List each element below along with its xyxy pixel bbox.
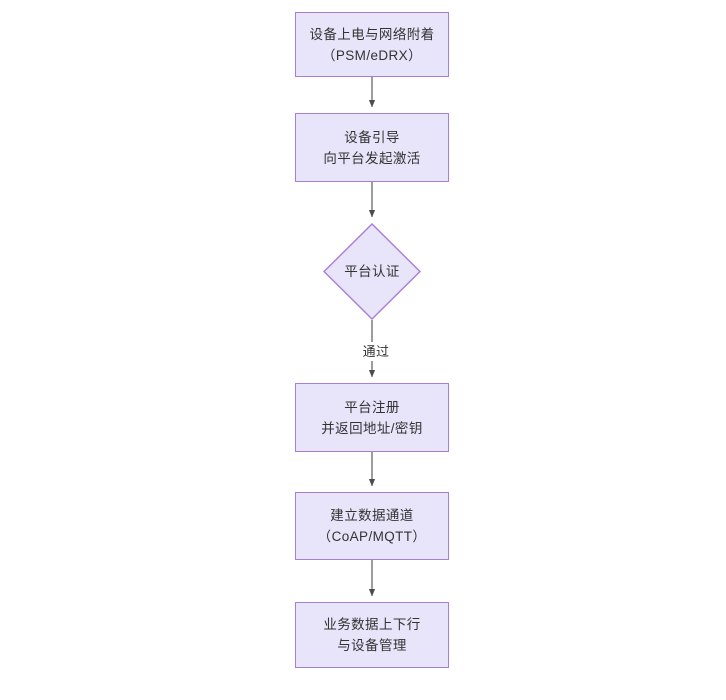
flow-node-label: 平台认证 <box>344 264 400 279</box>
edge-label-text: 通过 <box>362 344 390 359</box>
flow-node-label: 设备引导 向平台发起激活 <box>323 129 421 166</box>
flow-node-platform-auth[interactable]: 平台认证 <box>323 223 421 320</box>
flow-node-data-channel[interactable]: 建立数据通道 （CoAP/MQTT） <box>295 492 449 560</box>
diamond-shape <box>323 223 421 320</box>
flow-node-label: 业务数据上下行 与设备管理 <box>323 617 421 653</box>
flow-node-label: 设备上电与网络附着 （PSM/eDRX） <box>309 26 435 63</box>
flow-node-bootstrap[interactable]: 设备引导 向平台发起激活 <box>295 113 449 182</box>
flow-node-label: 平台注册 并返回地址/密钥 <box>321 399 423 436</box>
flow-node-platform-register[interactable]: 平台注册 并返回地址/密钥 <box>295 383 449 452</box>
flow-node-power-on[interactable]: 设备上电与网络附着 （PSM/eDRX） <box>295 12 449 77</box>
flow-node-business-data[interactable]: 业务数据上下行 与设备管理 <box>295 602 449 668</box>
edge-label-pass: 通过 <box>355 342 397 361</box>
flow-node-label: 建立数据通道 （CoAP/MQTT） <box>317 508 427 544</box>
